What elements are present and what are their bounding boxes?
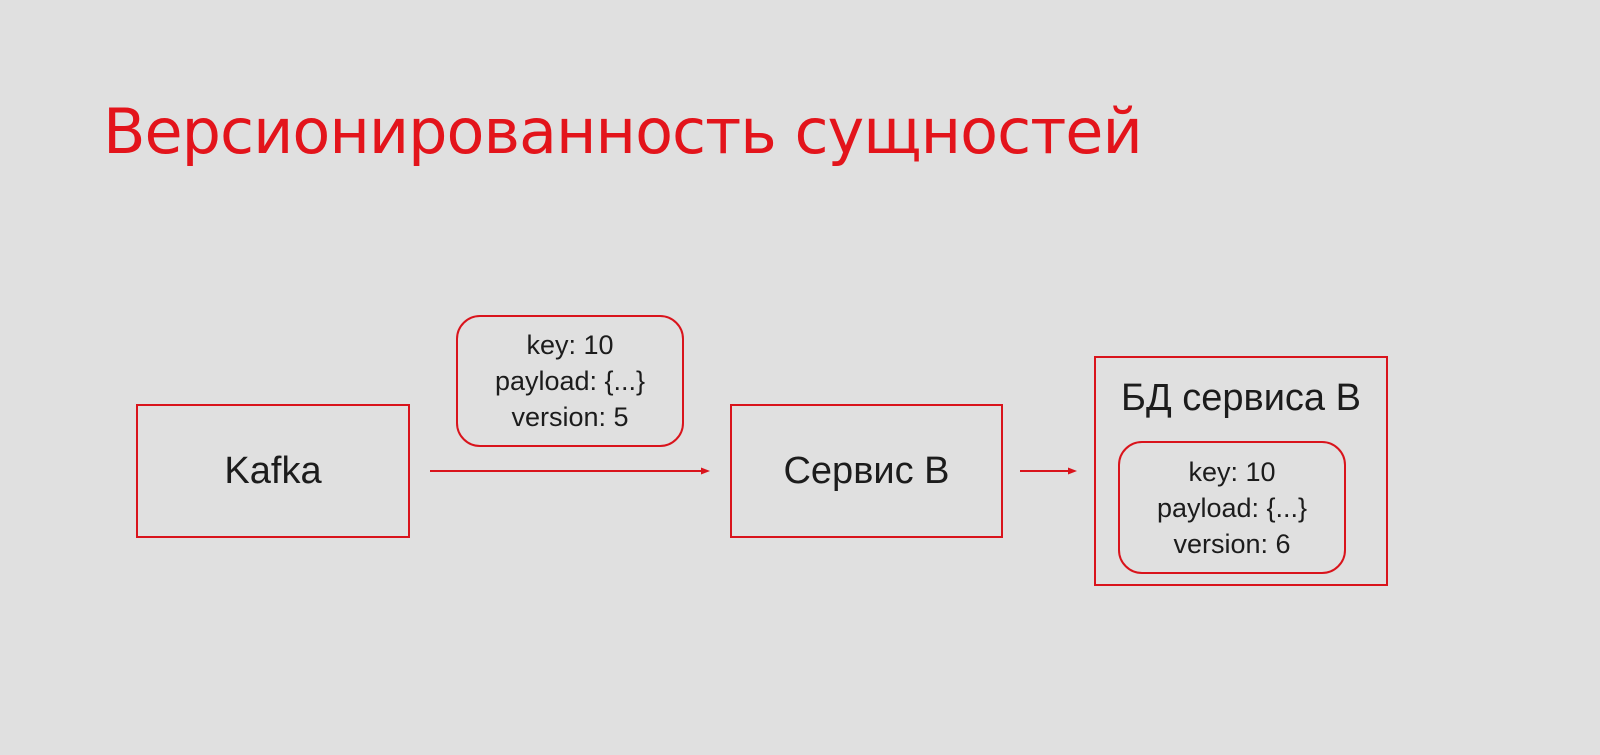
slide-title: Версионированность сущностей xyxy=(103,95,1143,168)
message-in-flight-version: version: 5 xyxy=(511,402,629,432)
message-in-flight-key: key: 10 xyxy=(526,330,614,360)
message-stored-key: key: 10 xyxy=(1188,456,1276,487)
kafka-node: Kafka xyxy=(136,404,410,538)
service-node: Сервис В xyxy=(730,404,1003,538)
message-stored: key: 10 payload: {...} version: 6 xyxy=(1118,441,1346,574)
arrow-kafka-to-service xyxy=(430,467,710,475)
service-node-label: Сервис В xyxy=(783,450,950,492)
arrow-service-to-database xyxy=(1020,467,1077,475)
kafka-node-label: Kafka xyxy=(224,450,322,492)
message-stored-version: version: 6 xyxy=(1173,528,1291,559)
message-in-flight-payload: payload: {...} xyxy=(494,366,646,396)
database-node-label: БД сервиса В xyxy=(1121,377,1361,419)
message-in-flight: key: 10 payload: {...} version: 5 xyxy=(456,315,684,447)
database-node: БД сервиса В xyxy=(1094,356,1388,586)
message-stored-payload: payload: {...} xyxy=(1156,492,1308,523)
